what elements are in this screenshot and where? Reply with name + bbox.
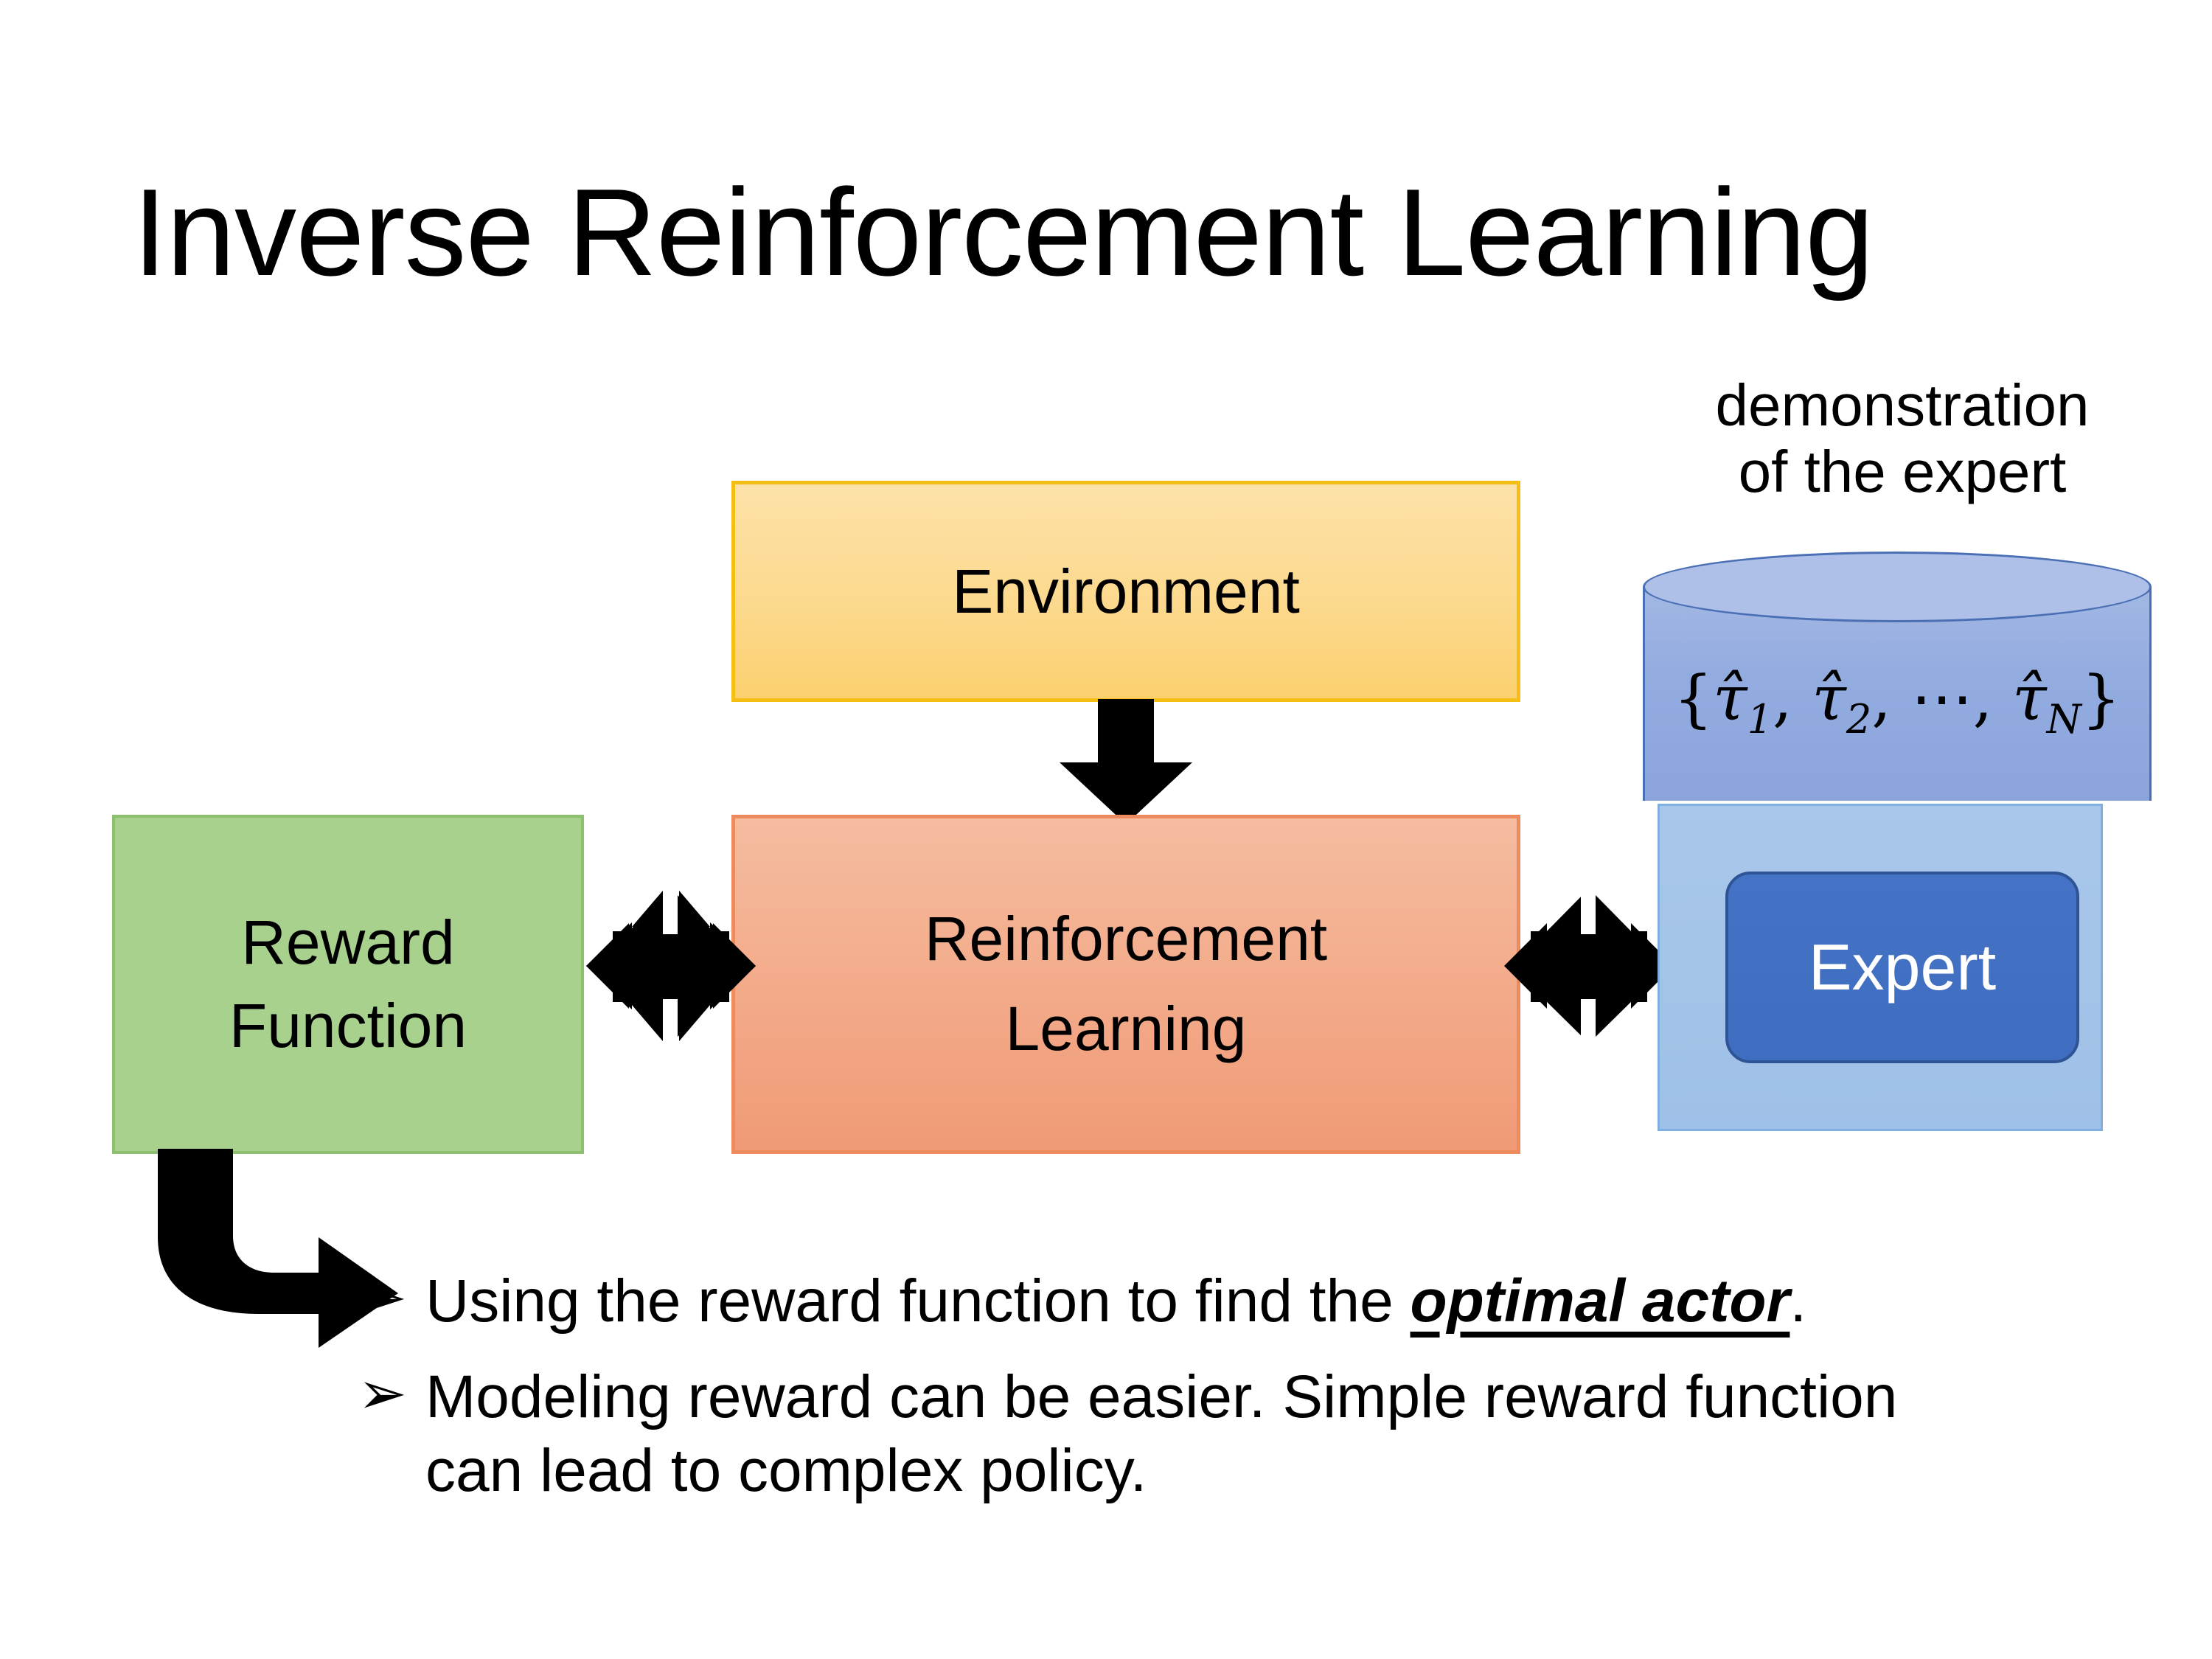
down-arrow-icon [1060,699,1192,824]
bent-arrow-icon [147,1149,398,1348]
demonstration-caption-line2: of the expert [1738,438,2067,504]
ellipsis: ⋯ [1910,662,1973,734]
bullet-text-2: Modeling reward can be easier. Simple re… [425,1363,1898,1505]
trajectory-database-cylinder-icon: {τ̂1, τ̂2, ⋯, τ̂N} [1643,552,2152,832]
demonstration-caption-line1: demonstration [1715,372,2090,438]
bullet-arrow-icon: ➢ [358,1265,408,1330]
page-title: Inverse Reinforcement Learning [133,163,1874,302]
trajectory-set-formula: {τ̂1, τ̂2, ⋯, τ̂N} [1673,662,2121,742]
bullet-arrow-icon: ➢ [358,1360,408,1427]
environment-box[interactable]: Environment [731,481,1520,702]
cylinder-top [1643,552,2152,622]
quad-arrow-left-icon [586,881,756,1051]
list-item: ➢ Modeling reward can be easier. Simple … [358,1360,2127,1508]
cylinder-body [1643,587,2152,801]
reinforcement-learning-box[interactable]: Reinforcement Learning [731,815,1520,1154]
environment-box-label: Environment [952,556,1300,626]
bullet-text-1: Using the reward function to find the op… [425,1265,1806,1338]
bullet-1-emphasis: optimal actor [1410,1267,1790,1335]
tau-n: τ̂N [2012,662,2081,742]
tau-2: τ̂2 [1812,662,1872,742]
list-item: ➢ Using the reward function to find the … [358,1265,2127,1338]
reward-function-box[interactable]: Reward Function [112,815,584,1154]
bullet-list: ➢ Using the reward function to find the … [358,1265,2127,1530]
set-close-brace: } [2081,662,2121,734]
reinforcement-learning-label-line1: Reinforcement [924,904,1328,974]
demonstration-caption: demonstration of the expert [1622,372,2183,504]
expert-box-label: Expert [1808,931,1997,1004]
reinforcement-learning-label-line2: Learning [1005,994,1247,1063]
bullet-1-prefix: Using the reward function to find the [425,1267,1411,1335]
bullet-1-suffix: . [1790,1267,1807,1335]
set-open-brace: { [1673,662,1714,734]
quad-arrow-right-icon [1504,881,1674,1051]
tau-1: τ̂1 [1713,662,1773,742]
expert-box[interactable]: Expert [1725,872,2079,1063]
reward-function-label-line1: Reward [241,907,455,977]
reward-function-label-line2: Function [229,991,467,1060]
